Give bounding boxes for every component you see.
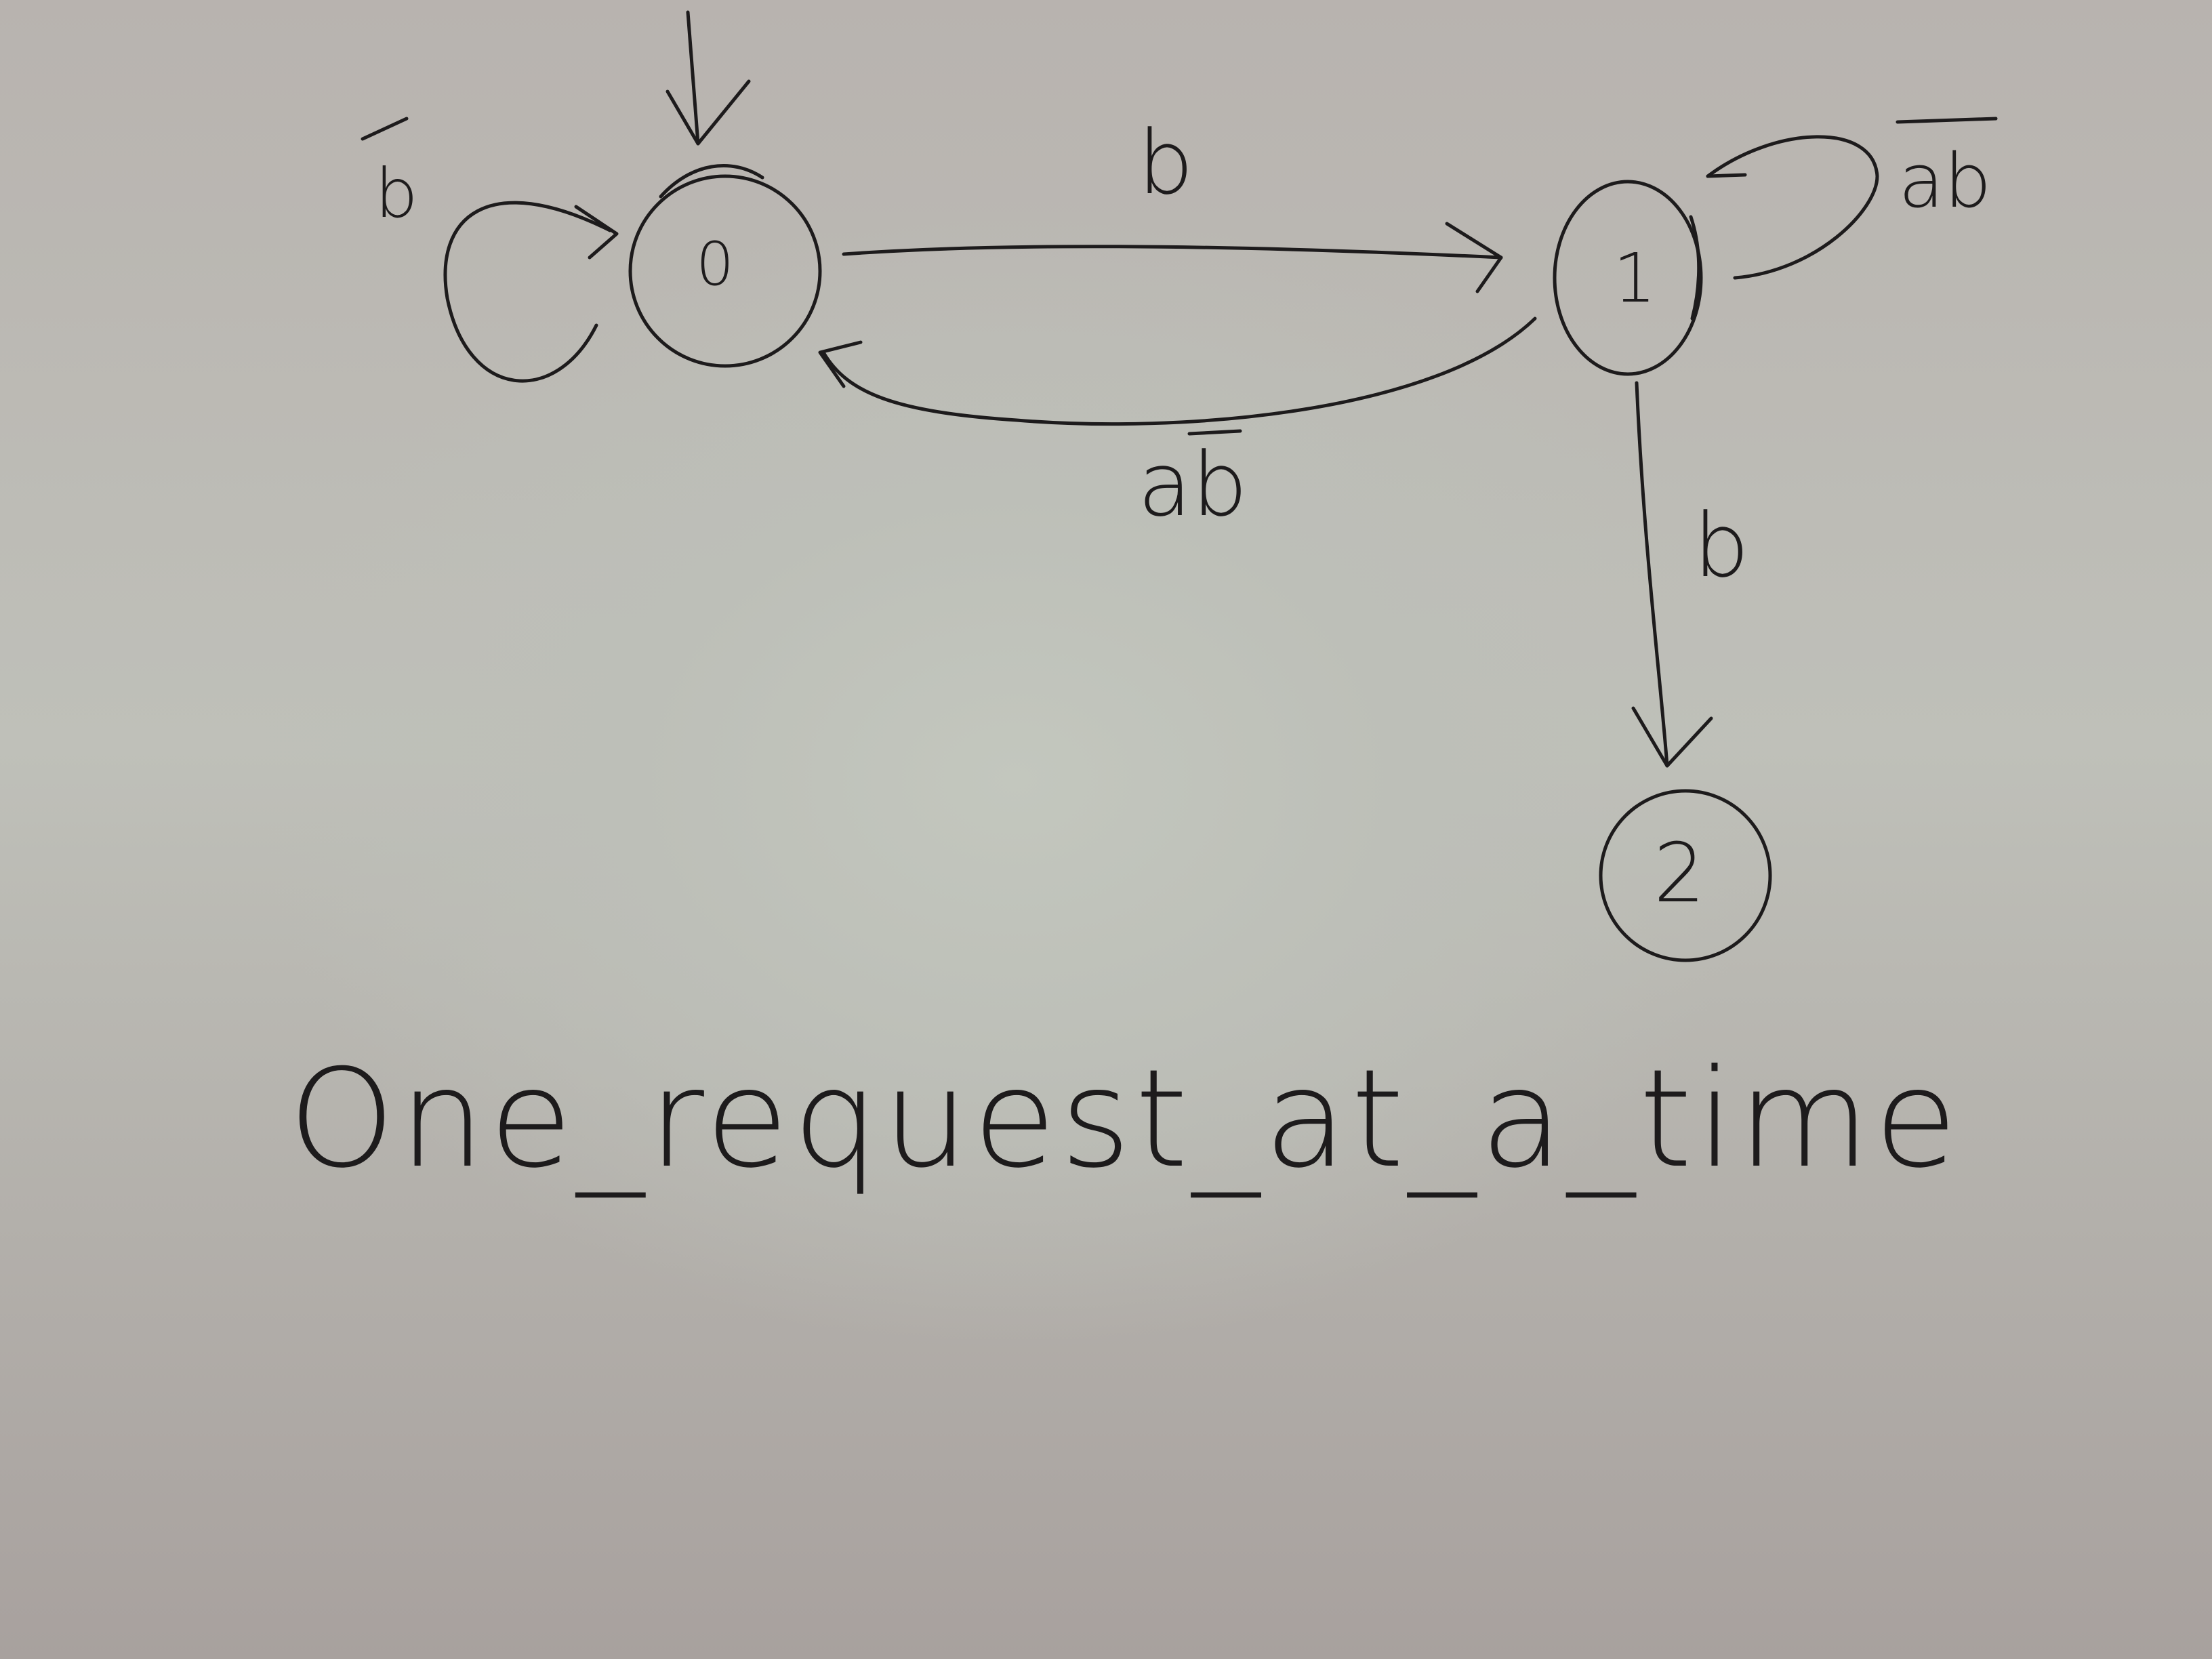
one-to-two-label: b [1694, 494, 1750, 597]
state-2-label: 2 [1654, 827, 1705, 921]
state-2: 2 [1599, 789, 1772, 962]
state-0-label: 0 [696, 229, 734, 299]
one-to-zero-label: ab [1138, 433, 1248, 536]
self-0-label: b [375, 154, 417, 233]
transition-self-0: b [361, 117, 619, 383]
diagram-title: One_request_at_a_time [289, 1040, 1962, 1198]
state-0: 0 [628, 164, 822, 368]
state-1: 1 [1553, 180, 1703, 376]
self-1-label: ab [1898, 138, 1991, 224]
state-1-label: 1 [1613, 239, 1656, 318]
transition-0-to-1: b [842, 111, 1503, 293]
zero-to-one-label: b [1138, 111, 1194, 214]
transition-self-1: ab [1706, 117, 1998, 280]
initial-arrow [665, 10, 751, 146]
transition-1-to-2: b [1631, 381, 1750, 768]
transition-1-to-0: ab [818, 316, 1537, 536]
